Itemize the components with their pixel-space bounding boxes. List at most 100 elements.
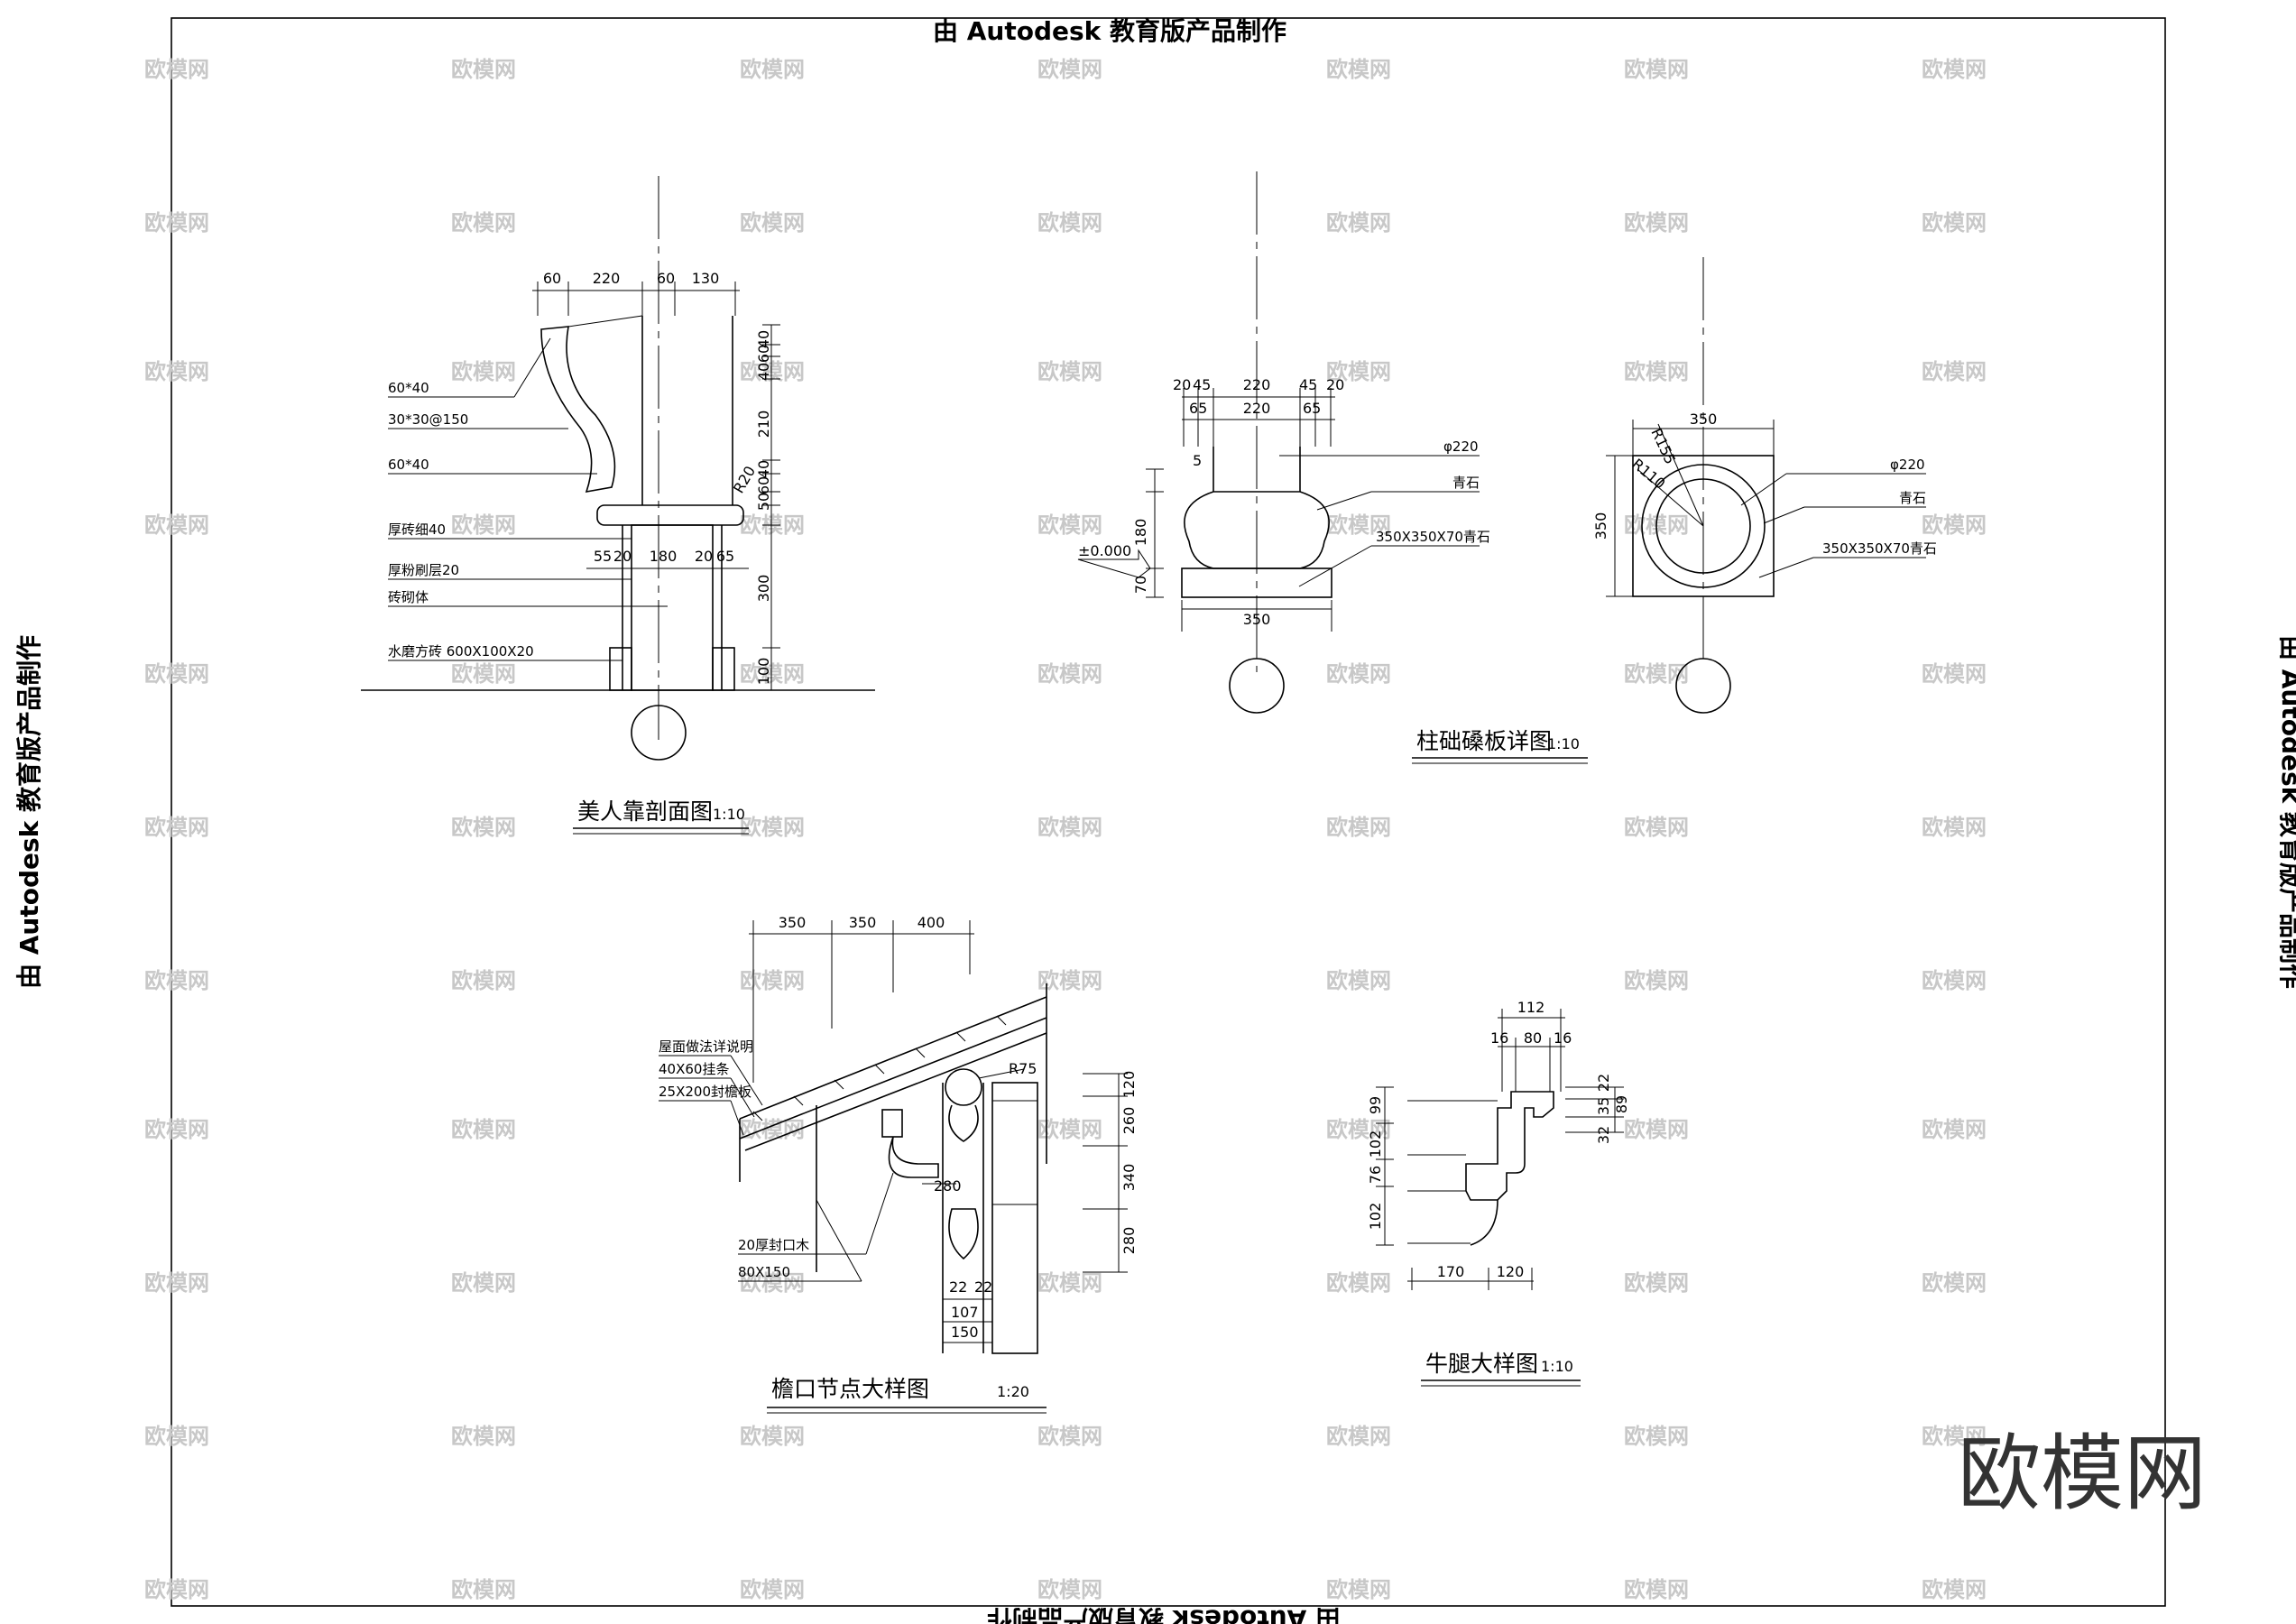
dim-base-1: 20 bbox=[613, 548, 632, 565]
watermark-text: 欧模网 bbox=[144, 1424, 209, 1449]
watermark-text: 欧模网 bbox=[1037, 968, 1102, 993]
view-scale: 1:10 bbox=[1547, 735, 1580, 752]
watermark-text: 欧模网 bbox=[1326, 359, 1391, 384]
watermark-text: 欧模网 bbox=[1037, 210, 1102, 235]
watermark-text: 欧模网 bbox=[1326, 1117, 1391, 1142]
dim-right-1: 35 bbox=[1595, 1097, 1612, 1115]
dim-left-2: 76 bbox=[1367, 1166, 1384, 1184]
watermark-text: 欧模网 bbox=[144, 210, 209, 235]
watermark-text: 欧模网 bbox=[1037, 57, 1102, 82]
watermark-text: 欧模网 bbox=[1922, 210, 1987, 235]
dim-top-1: 350 bbox=[849, 914, 877, 931]
watermark-text: 欧模网 bbox=[1624, 968, 1689, 993]
watermark-text: 欧模网 bbox=[451, 968, 516, 993]
watermark-text: 欧模网 bbox=[1037, 661, 1102, 687]
dim-top1-2: 220 bbox=[1243, 376, 1271, 393]
watermark-text: 欧模网 bbox=[1037, 1424, 1102, 1449]
dim-right-1: 60 bbox=[755, 345, 772, 363]
watermark-text: 欧模网 bbox=[1922, 1117, 1987, 1142]
view-scale: 1:10 bbox=[1541, 1358, 1573, 1375]
level-mark: ±0.000 bbox=[1078, 542, 1131, 559]
watermark-text: 欧模网 bbox=[1037, 1577, 1102, 1602]
dim-base-3: 20 bbox=[695, 548, 713, 565]
note-3: 20厚封口木 bbox=[738, 1237, 809, 1253]
watermark-text: 欧模网 bbox=[451, 1117, 516, 1142]
note-0: φ220 bbox=[1443, 438, 1479, 455]
note-2: 60*40 bbox=[388, 457, 429, 473]
watermark-text: 欧模网 bbox=[1922, 1577, 1987, 1602]
watermark-text: 欧模网 bbox=[1326, 1577, 1391, 1602]
dim-top1-4: 20 bbox=[1326, 376, 1344, 393]
watermark-text: 欧模网 bbox=[451, 359, 516, 384]
dim-top-0: 60 bbox=[543, 270, 561, 287]
dim-right-2: 89 bbox=[1613, 1095, 1630, 1113]
note-0: 60*40 bbox=[388, 380, 429, 396]
dim-top-1: 220 bbox=[593, 270, 621, 287]
note-3: 厚砖细40 bbox=[388, 521, 446, 538]
dim-bottom-1: 22 bbox=[974, 1278, 992, 1296]
watermark-text: 欧模网 bbox=[1037, 1117, 1102, 1142]
watermark-text: 欧模网 bbox=[1037, 512, 1102, 538]
watermark-text: 欧模网 bbox=[740, 815, 805, 840]
dim-top-1: 16 bbox=[1490, 1029, 1508, 1047]
watermark-text: 欧模网 bbox=[740, 210, 805, 235]
note-1: 青石 bbox=[1452, 475, 1480, 491]
watermark-text: 欧模网 bbox=[1624, 1424, 1689, 1449]
dim-right-7: 300 bbox=[755, 575, 772, 603]
stamp-top: 由 Autodesk 教育版产品制作 bbox=[933, 16, 1286, 46]
view-meirenkao: 60 220 60 130 55 20 180 20 65 R20 bbox=[361, 176, 875, 835]
watermark-text: 欧模网 bbox=[144, 512, 209, 538]
watermark-text: 欧模网 bbox=[1624, 1577, 1689, 1602]
watermark-text: 欧模网 bbox=[451, 1270, 516, 1296]
dim-base-0: 55 bbox=[594, 548, 612, 565]
watermark-text: 欧模网 bbox=[144, 968, 209, 993]
dim-right-0: 22 bbox=[1595, 1074, 1612, 1092]
stamp-right: 由 Autodesk 教育版产品制作 bbox=[2276, 635, 2296, 989]
watermark-text: 欧模网 bbox=[451, 661, 516, 687]
view-scale: 1:20 bbox=[997, 1383, 1029, 1400]
grid-bubble bbox=[1675, 658, 1731, 714]
dim-top2-1: 220 bbox=[1243, 400, 1271, 417]
watermark-text: 欧模网 bbox=[451, 815, 516, 840]
watermark-text: 欧模网 bbox=[740, 1577, 805, 1602]
watermark-text: 欧模网 bbox=[740, 359, 805, 384]
dim-right-2: 340 bbox=[1120, 1164, 1138, 1192]
watermark-text: 欧模网 bbox=[1922, 661, 1987, 687]
watermark-text: 欧模网 bbox=[1326, 815, 1391, 840]
dim-top-2: 400 bbox=[917, 914, 945, 931]
dim-280: 280 bbox=[934, 1177, 962, 1195]
dim-top-3: 130 bbox=[692, 270, 720, 287]
watermark-text: 欧模网 bbox=[1326, 661, 1391, 687]
note-2: 350X350X70青石 bbox=[1822, 540, 1937, 557]
dim-bottom-0: 22 bbox=[949, 1278, 967, 1296]
note-6: 水磨方砖 600X100X20 bbox=[388, 643, 534, 660]
dim-left-1: 180 bbox=[1132, 519, 1149, 547]
dim-right-4: 40 bbox=[755, 460, 772, 478]
watermark-text: 欧模网 bbox=[1624, 210, 1689, 235]
note-2: 25X200封檐板 bbox=[659, 1084, 752, 1100]
dim-left-2: 70 bbox=[1132, 576, 1149, 594]
view-title: 檐口节点大样图 bbox=[771, 1376, 929, 1402]
watermark-text: 欧模网 bbox=[451, 57, 516, 82]
view-scale: 1:10 bbox=[713, 806, 745, 823]
dim-left-3: 102 bbox=[1367, 1203, 1384, 1231]
watermark-grid: 欧模网欧模网欧模网欧模网欧模网欧模网欧模网欧模网欧模网欧模网欧模网欧模网欧模网欧… bbox=[144, 57, 1987, 1602]
watermark-text: 欧模网 bbox=[1922, 512, 1987, 538]
dim-bottom-3: 150 bbox=[951, 1324, 979, 1341]
dim-bottom-2: 107 bbox=[951, 1304, 979, 1321]
grid-bubble bbox=[631, 705, 687, 761]
dim-base-2: 180 bbox=[650, 548, 678, 565]
watermark-text: 欧模网 bbox=[1624, 661, 1689, 687]
view-title: 牛腿大样图 bbox=[1425, 1351, 1538, 1377]
dim-right-0: 120 bbox=[1120, 1071, 1138, 1099]
dim-left-1: 102 bbox=[1367, 1130, 1384, 1158]
dim-right-3: 32 bbox=[1595, 1126, 1612, 1144]
note-4: 80X150 bbox=[738, 1264, 790, 1280]
watermark-text: 欧模网 bbox=[144, 1577, 209, 1602]
watermark-text: 欧模网 bbox=[144, 1270, 209, 1296]
dim-right-3: 210 bbox=[755, 411, 772, 438]
view-zhuchu-plan: 350 350 R155 R110 φ220 青石 350X350X70青石 柱… bbox=[1412, 257, 1937, 764]
watermark-text: 欧模网 bbox=[740, 1270, 805, 1296]
watermark-text: 欧模网 bbox=[740, 1424, 805, 1449]
dim-top1-1: 45 bbox=[1193, 376, 1211, 393]
